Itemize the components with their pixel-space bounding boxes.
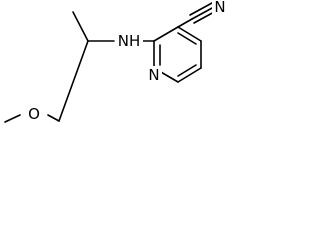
ring-bond-c2-c3: [153, 26, 179, 42]
ring-double-c3-c4: [177, 32, 197, 45]
bond-ch2-ch: [58, 40, 89, 122]
bond-ch-methyl: [72, 11, 89, 42]
amine-nh-label: NH: [118, 32, 141, 50]
ring-double-c5-c6: [177, 64, 197, 77]
ring-bond-c3-c4: [177, 26, 202, 42]
bond-methyl-o: [4, 114, 21, 123]
oxygen-label: O: [28, 105, 40, 123]
atom-labels: O NH N N: [22, 0, 228, 124]
bond-c3-cn: [177, 18, 193, 28]
nitrile-nitrogen-label: N: [214, 0, 225, 16]
ring-bond-c5-c6: [177, 67, 202, 83]
bond-nitrile-triple-2: [189, 2, 213, 16]
bonds: [4, 2, 217, 123]
molecule-structure: O NH N N: [4, 0, 228, 124]
bond-o-ch2: [47, 114, 60, 122]
pyridine-nitrogen-label: N: [148, 66, 159, 84]
bond-nitrile-triple-1: [191, 6, 215, 20]
